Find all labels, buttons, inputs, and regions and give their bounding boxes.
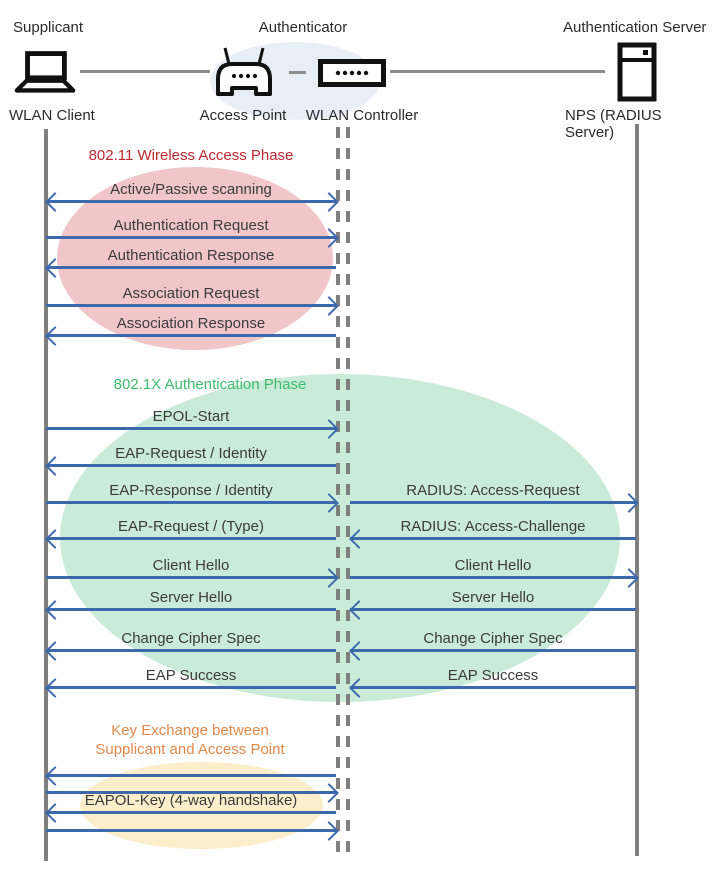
controller-server-connector [390,70,605,73]
phase-title-8021x: 802.1X Authentication Phase [113,376,307,393]
authenticator-lifeline-right [346,127,350,856]
authenticator-role-label: Authenticator [258,19,348,36]
supplicant-role-label: Supplicant [13,19,84,36]
server-device-label: NPS (RADIUS Server) [565,107,662,141]
phase-ellipse-key-exchange [80,762,323,849]
server-icon [617,42,657,102]
laptop-icon [12,50,78,94]
server-role-label: Authentication Server [563,19,707,36]
arrowhead-left-icon [45,192,65,212]
arrowhead-left-icon [45,456,65,476]
arrowhead-left-icon [45,766,65,786]
client-lifeline [44,129,48,861]
ap-controller-connector [289,71,306,74]
phase-title-80211: 802.11 Wireless Access Phase [88,147,294,164]
arrowhead-left-icon [45,326,65,346]
client-ap-connector [80,70,210,73]
arrowhead-left-icon [45,678,65,698]
authenticator-lifeline-left [336,127,340,856]
phase-ellipse-80211 [57,167,333,350]
arrowhead-left-icon [45,600,65,620]
wlan-controller-label: WLAN Controller [305,107,419,124]
phase-title-key-exchange: Key Exchange between Supplicant and Acce… [95,722,285,758]
access-point-label: Access Point [199,107,287,124]
arrowhead-left-icon [45,803,65,823]
server-lifeline [635,124,639,856]
arrowhead-left-icon [45,641,65,661]
supplicant-device-label: WLAN Client [9,107,95,124]
wlan-controller-icon [318,59,386,87]
access-point-icon [212,46,276,98]
phase-ellipse-8021x [60,374,620,702]
